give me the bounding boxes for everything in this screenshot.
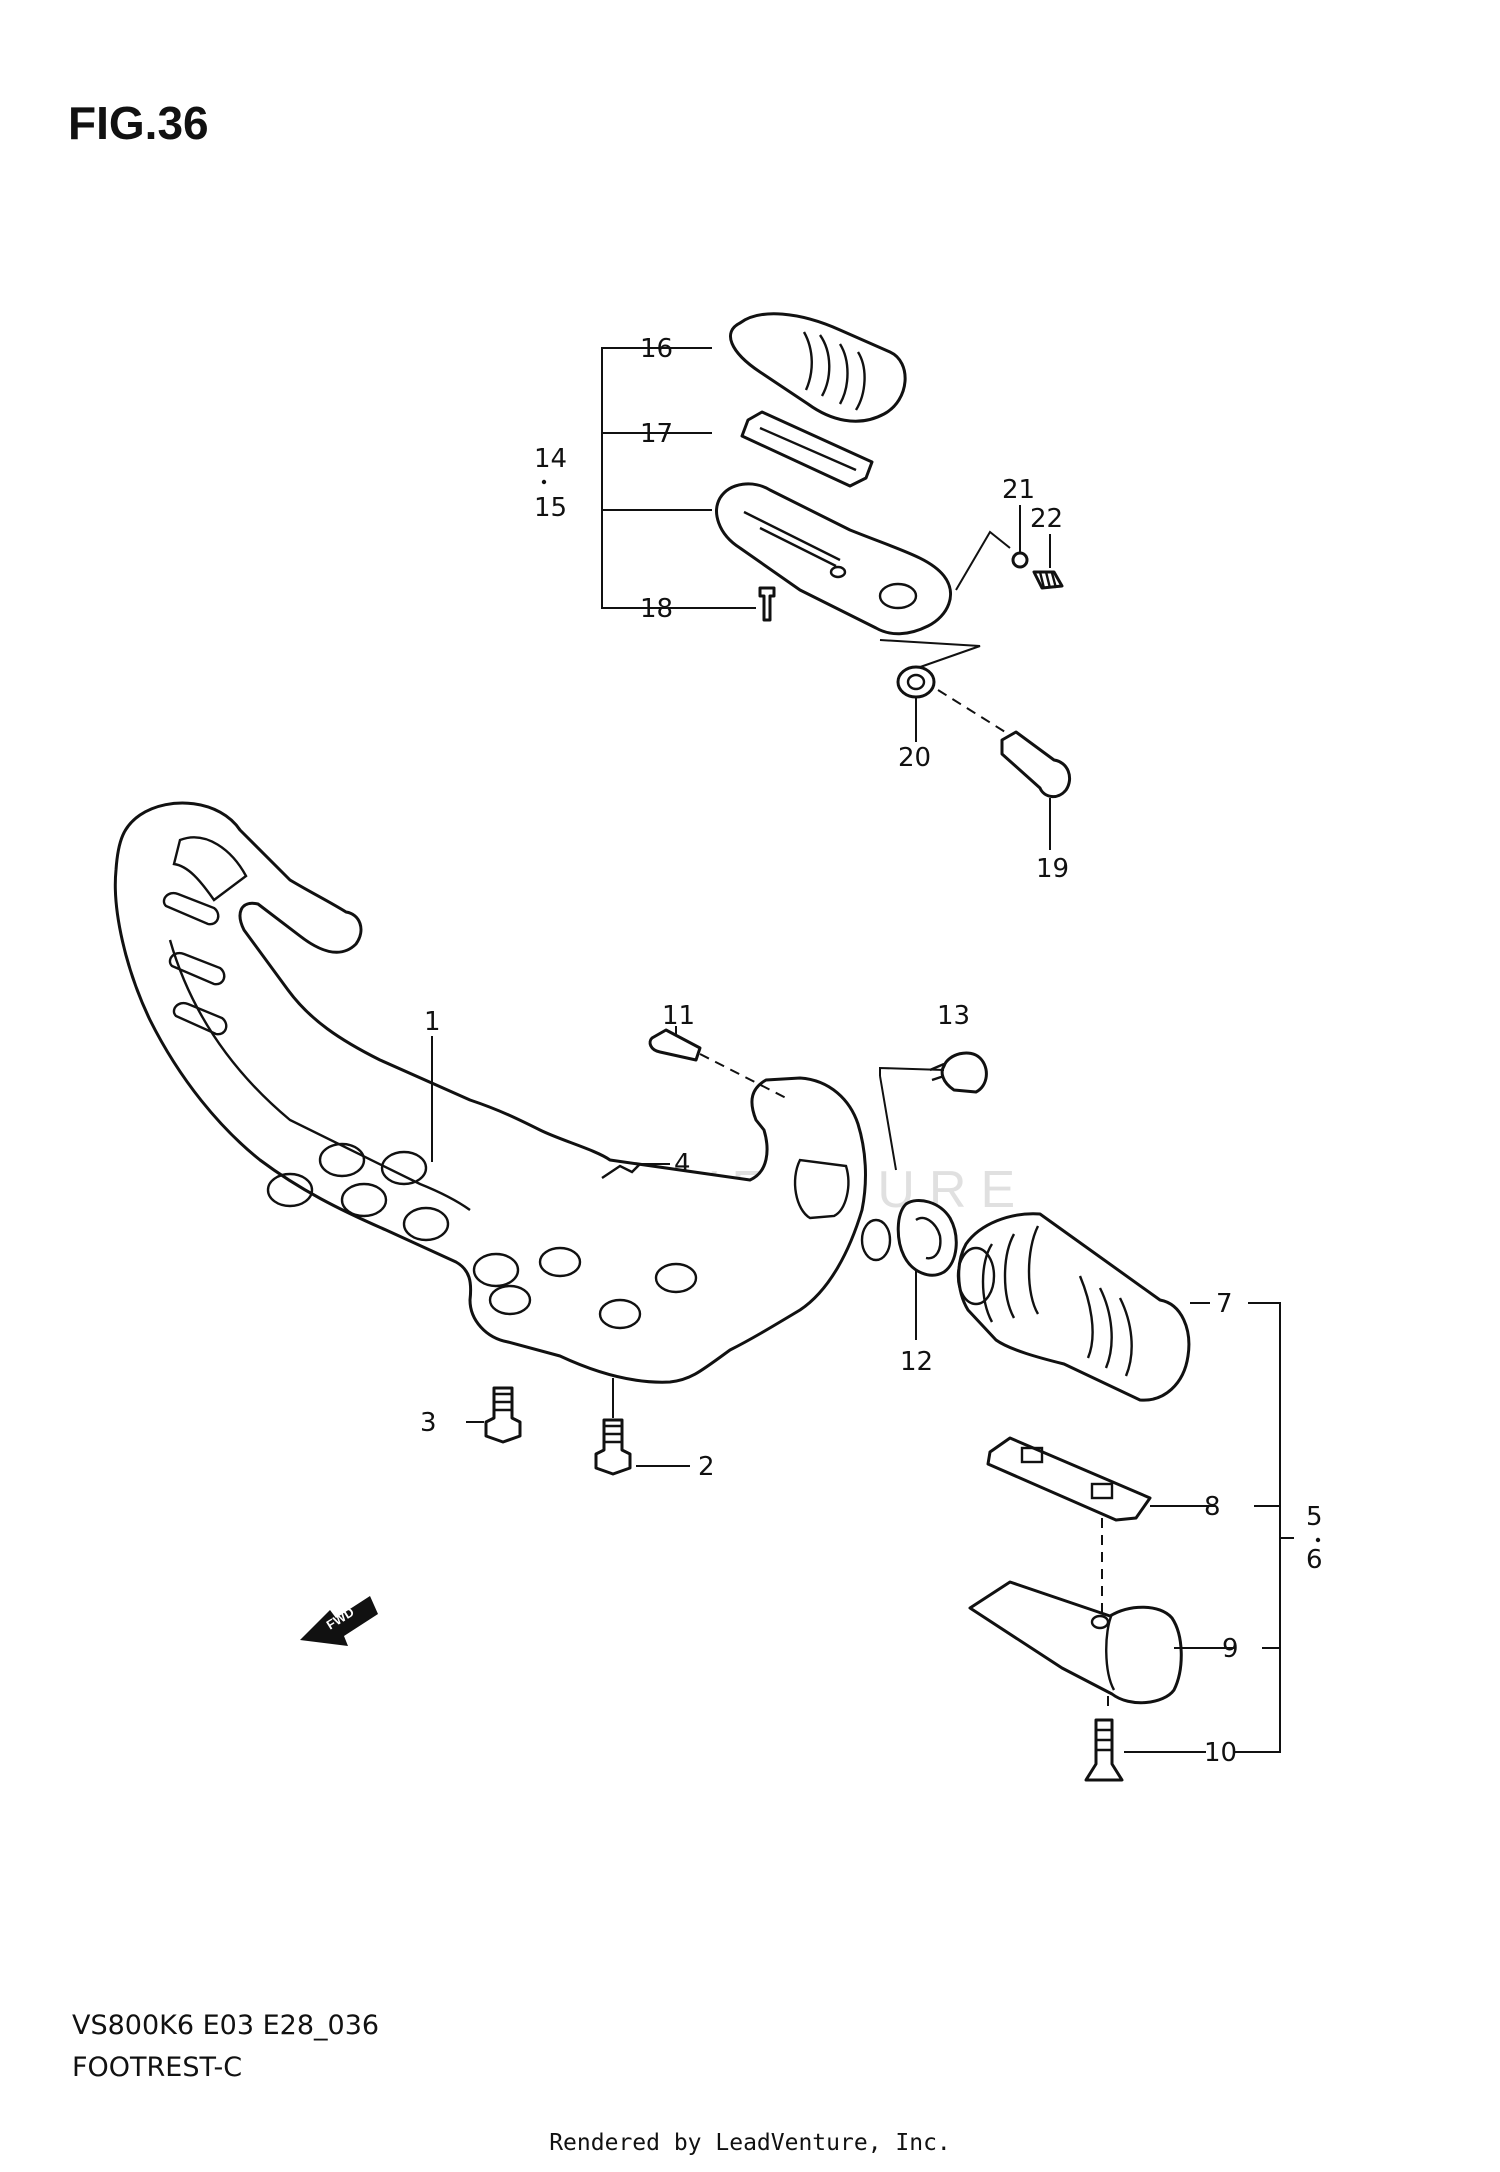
assembly-line-pivot	[879, 530, 1011, 673]
diagram-code: VS800K6 E03 E28_036	[72, 2010, 380, 2041]
callout-14: 14	[534, 444, 567, 474]
callout-5: 5	[1306, 1502, 1323, 1532]
part-16-footpeg-rubber	[729, 312, 907, 423]
part-11-bolt	[648, 1026, 791, 1101]
part-13-bushing	[879, 1051, 988, 1171]
part-14-15-footrest-arm	[715, 482, 953, 636]
part-9-footboard	[968, 1580, 1236, 1705]
assembly-line-pin	[937, 689, 1011, 736]
callout-17: 17	[640, 419, 673, 449]
part-2-bolt	[594, 1378, 690, 1476]
callout-6: 6	[1306, 1545, 1323, 1575]
part-4-clip	[601, 1163, 670, 1179]
part-18-screw	[688, 586, 776, 622]
rendered-by-credit: Rendered by LeadVenture, Inc.	[549, 2130, 951, 2156]
callout-1: 1	[424, 1007, 441, 1037]
callout-11: 11	[662, 1001, 695, 1031]
part-7-footpeg-rubber	[956, 1212, 1191, 1402]
part-12-grommet	[896, 1199, 958, 1340]
callout-13: 13	[937, 1001, 970, 1031]
bracket-14-15	[601, 347, 722, 609]
part-20-washer	[896, 665, 936, 742]
callout-21: 21	[1002, 475, 1035, 505]
callout-9: 9	[1222, 1634, 1239, 1664]
callout-4: 4	[674, 1149, 691, 1179]
callout-20: 20	[898, 743, 931, 773]
callout-8: 8	[1204, 1492, 1221, 1522]
callout-12: 12	[900, 1347, 933, 1377]
fwd-arrow-badge: FWD	[300, 1596, 378, 1646]
callout-16: 16	[640, 334, 673, 364]
bracket-5-6	[1234, 1302, 1294, 1753]
part-3-bolt	[466, 1386, 522, 1444]
separator-dot-14-15	[541, 479, 547, 485]
part-8-plate	[986, 1436, 1216, 1522]
callout-3: 3	[420, 1408, 437, 1438]
separator-dot-5-6	[1315, 1537, 1321, 1543]
diagram-name: FOOTREST-C	[72, 2052, 243, 2083]
callout-7: 7	[1216, 1289, 1233, 1319]
part-1-footrest-bracket	[113, 801, 892, 1384]
part-21-ball	[1011, 505, 1029, 569]
figure-title: FIG.36	[68, 97, 209, 149]
callout-19: 19	[1036, 854, 1069, 884]
callout-18: 18	[640, 594, 673, 624]
part-10-screw	[1084, 1718, 1206, 1782]
part-19-pivot-pin	[1000, 730, 1071, 850]
callout-2: 2	[698, 1452, 715, 1482]
callout-10: 10	[1204, 1738, 1237, 1768]
callout-15: 15	[534, 493, 567, 523]
part-17-plate	[740, 410, 874, 488]
part-22-spring	[1032, 534, 1064, 590]
callout-22: 22	[1030, 504, 1063, 534]
